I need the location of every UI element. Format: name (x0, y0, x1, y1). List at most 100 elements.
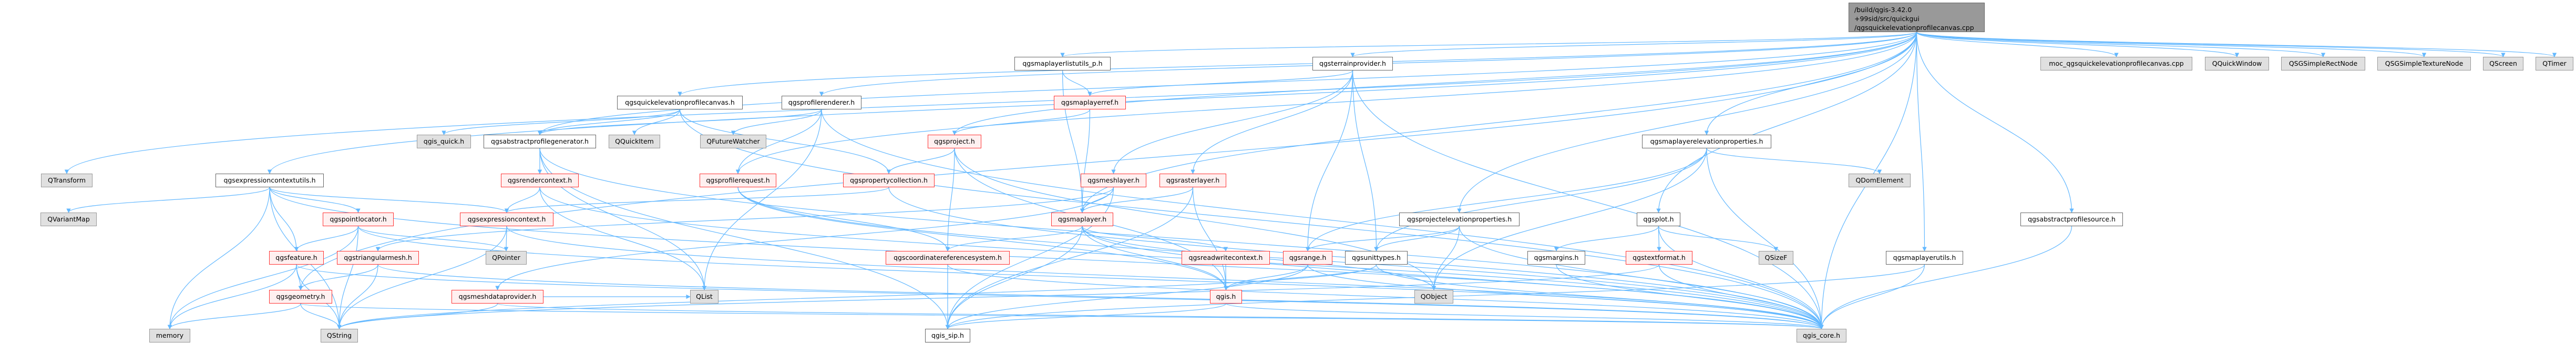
dependency-edge (442, 109, 681, 135)
dependency-edge (539, 187, 707, 290)
root-file-node[interactable]: /build/qgis-3.42.0 +99sid/src/quickgui /… (1849, 3, 1985, 32)
dependency-edge (337, 226, 359, 329)
dependency-edge (167, 264, 297, 329)
dependency-edge (1080, 187, 1194, 213)
node-qgsplot[interactable]: qgsplot.h (1637, 213, 1680, 226)
dependency-edge (300, 303, 1823, 329)
dependency-edge (504, 187, 540, 213)
node-qgsprofilerenderer[interactable]: qgsprofilerenderer.h (782, 96, 861, 109)
dependency-edge (679, 109, 1824, 329)
node-qgsproject[interactable]: qgsproject.h (928, 135, 981, 148)
node-qlist[interactable]: QList (690, 290, 719, 304)
dependency-edge (1459, 226, 1824, 329)
node-qgsrasterlayer[interactable]: qgsrasterlayer.h (1159, 174, 1226, 187)
dependency-edge (377, 264, 1824, 329)
node-qgsreadwritecontext[interactable]: qgsreadwritecontext.h (1182, 251, 1270, 265)
dependency-edge (1376, 264, 1824, 329)
node-qgis-quick[interactable]: qgis_quick.h (417, 135, 471, 148)
node-qgsterrainprovider[interactable]: qgsterrainprovider.h (1312, 57, 1393, 70)
dependency-edge (1192, 187, 1228, 290)
dependency-edge (505, 187, 889, 213)
node-qgsprojectelevationproperties[interactable]: qgsprojectelevationproperties.h (1399, 213, 1520, 226)
dependency-edge (886, 148, 955, 174)
node-qgsmaplayer[interactable]: qgsmaplayer.h (1051, 213, 1113, 226)
node-qgsgeometry[interactable]: qgsgeometry.h (269, 290, 332, 304)
node-qstring[interactable]: QString (321, 329, 358, 342)
dependency-edge (1225, 303, 1824, 329)
dependency-edge (1658, 226, 1779, 251)
dependency-edge (737, 187, 950, 251)
node-qgspointlocator[interactable]: qgspointlocator.h (323, 213, 394, 226)
dependency-edge (945, 226, 1083, 329)
node-qquickitem[interactable]: QQuickItem (609, 135, 660, 148)
node-qgsmaplayerelevationproperties[interactable]: qgsmaplayerelevationproperties.h (1642, 135, 1771, 148)
dependency-edge (64, 32, 1917, 174)
node-qtransform[interactable]: QTransform (41, 174, 93, 187)
node-qgsmargins[interactable]: qgsmargins.h (1527, 251, 1585, 265)
node-qgsquickelevationprofilecanvas[interactable]: qgsquickelevationprofilecanvas.h (617, 96, 743, 109)
node-qobject[interactable]: QObject (1414, 290, 1453, 304)
dependency-edge (1916, 32, 1927, 251)
dependency-edge (1819, 226, 2072, 329)
dependency-edge (1305, 226, 1460, 251)
node-qpointer[interactable]: QPointer (486, 251, 527, 265)
dependency-edge (497, 303, 1823, 329)
dependency-edge (678, 32, 1917, 96)
dependency-edge (1352, 70, 1824, 329)
dependency-edge (1062, 70, 1092, 96)
dependency-edge (1305, 70, 1353, 251)
node-qgsmaplayerref[interactable]: qgsmaplayerref.h (1054, 96, 1126, 109)
node-qsizef[interactable]: QSizeF (1759, 251, 1793, 265)
node-qscreen[interactable]: QScreen (2483, 57, 2523, 70)
node-qgscoordinatereferencesystem[interactable]: qgscoordinatereferencesystem.h (886, 251, 1010, 265)
node-moc-cpp[interactable]: moc_qgsquickelevationprofilecanvas.cpp (2040, 57, 2192, 70)
dependency-edge (731, 109, 822, 135)
dependency-edge (1062, 70, 1085, 213)
dependency-edge (1305, 148, 1707, 251)
node-qgsexpressioncontextutils[interactable]: qgsexpressioncontextutils.h (215, 174, 324, 187)
node-qdomelement[interactable]: QDomElement (1849, 174, 1911, 187)
node-qfuturewatcher[interactable]: QFutureWatcher (700, 135, 766, 148)
node-qgis[interactable]: qgis.h (1210, 290, 1242, 304)
node-qgsrendercontext[interactable]: qgsrendercontext.h (501, 174, 579, 187)
node-qvariantmap[interactable]: QVariantMap (40, 213, 97, 226)
node-qgsabstractprofilegenerator[interactable]: qgsabstractprofilegenerator.h (484, 135, 596, 148)
dependency-edge (1080, 187, 1114, 213)
node-qgsprofilerequest[interactable]: qgsprofilerequest.h (700, 174, 776, 187)
node-qgsmeshdataprovider[interactable]: qgsmeshdataprovider.h (451, 290, 543, 304)
dependency-edge (945, 226, 1083, 251)
dependency-edge (1431, 226, 1460, 290)
node-qgspropertycollection[interactable]: qgspropertycollection.h (843, 174, 935, 187)
node-memory[interactable]: memory (149, 329, 190, 342)
dependency-edge (1307, 264, 1824, 329)
dependency-edge (1706, 148, 1824, 329)
node-qgsabstractprofilesource[interactable]: qgsabstractprofilesource.h (2020, 213, 2123, 226)
node-qgis-sip[interactable]: qgis_sip.h (925, 329, 970, 342)
dependency-edge (495, 187, 1114, 290)
node-qgstriangularmesh[interactable]: qgstriangularmesh.h (337, 251, 419, 265)
node-qgis-core[interactable]: qgis_core.h (1797, 329, 1846, 342)
dependency-edge (537, 109, 822, 135)
node-qsgsimpletexturenode[interactable]: QSGSimpleTextureNode (2377, 57, 2471, 70)
node-qgsexpressioncontext[interactable]: qgsexpressioncontext.h (460, 213, 553, 226)
node-qgsmaplayerutils[interactable]: qgsmaplayerutils.h (1886, 251, 1963, 265)
node-qgstextformat[interactable]: qgstextformat.h (1626, 251, 1692, 265)
node-qtimer[interactable]: QTimer (2536, 57, 2573, 70)
dependency-edge (735, 32, 1917, 174)
node-qquickwindow[interactable]: QQuickWindow (2205, 57, 2269, 70)
node-qgsunittypes[interactable]: qgsunittypes.h (1345, 251, 1408, 265)
node-qgsmaplayerlistutils-p[interactable]: qgsmaplayerlistutils_p.h (1014, 57, 1111, 70)
dependency-edge (632, 109, 681, 135)
node-qgsrange[interactable]: qgsrange.h (1283, 251, 1332, 265)
node-qsgsimplerectnode[interactable]: QSGSimpleRectNode (2281, 57, 2365, 70)
node-qgsfeature[interactable]: qgsfeature.h (269, 251, 324, 265)
dependency-edge (538, 32, 1917, 135)
dependency-edge (1374, 148, 1707, 251)
dependency-edge (66, 187, 270, 213)
dependency-edge (1916, 32, 2557, 57)
dependency-edge (1916, 32, 2506, 57)
node-qgsmeshlayer[interactable]: qgsmeshlayer.h (1081, 174, 1146, 187)
dependency-edge (537, 109, 681, 135)
dependency-edge (337, 264, 1377, 329)
